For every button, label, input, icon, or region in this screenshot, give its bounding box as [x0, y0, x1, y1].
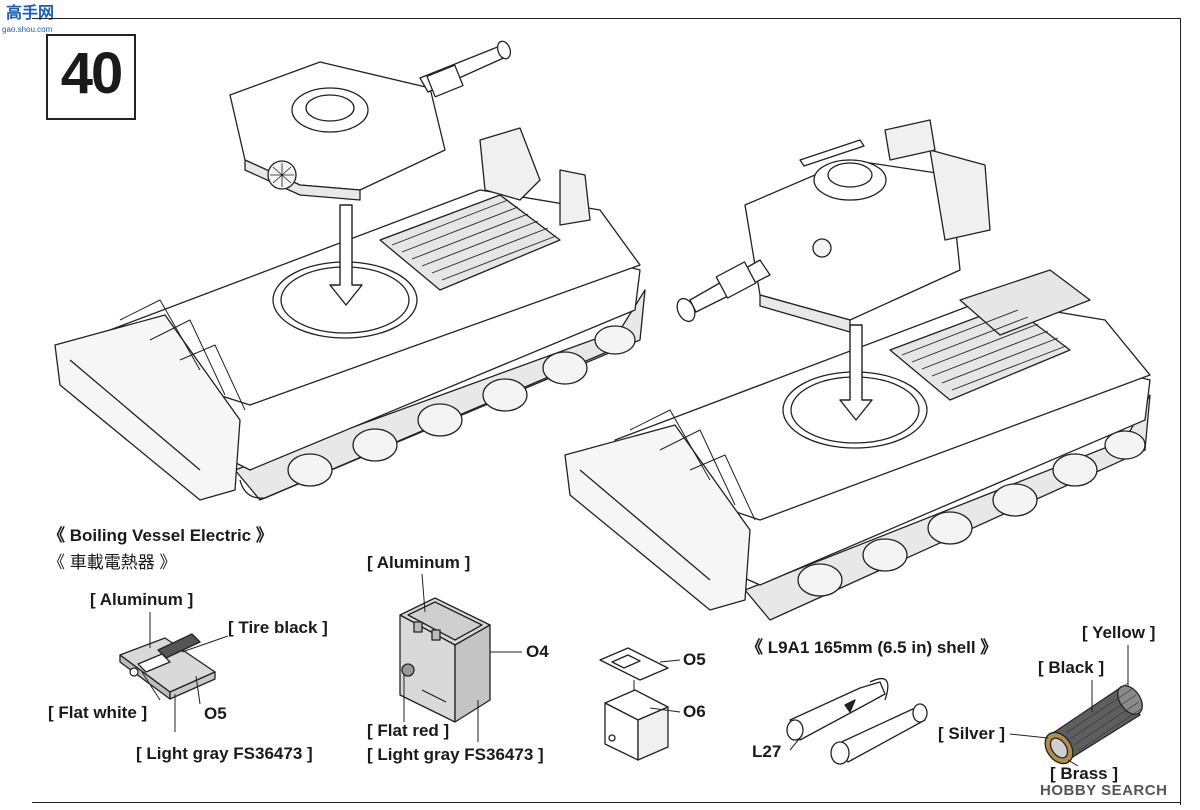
watermark-hobbysearch: HOBBY SEARCH — [1040, 782, 1168, 799]
page-frame-bottom — [32, 802, 1180, 803]
boiling-vessel-part-o5 — [119, 633, 216, 700]
right-tank-hull — [564, 269, 1151, 621]
part-number-asm-o5: O5 — [683, 650, 706, 669]
left-tank-hull — [54, 127, 646, 501]
boiling-vessel-box-o4 — [399, 597, 491, 723]
part-number-asm-o6: O6 — [683, 702, 706, 721]
watermark-url: gao.shou.com — [2, 25, 53, 34]
callout-aluminum: [ Aluminum ] — [90, 590, 194, 609]
step-number-box: 40 — [46, 34, 136, 120]
callout-yellow: [ Yellow ] — [1082, 623, 1156, 642]
left-tank-turret — [229, 40, 512, 201]
callout-tire-black: [ Tire black ] — [228, 618, 328, 637]
callout-flat-red: [ Flat red ] — [367, 721, 450, 740]
left-assembly-arrow — [329, 204, 363, 306]
assembly-o5-o6-diagram — [599, 647, 669, 761]
boiling-vessel-title-zh: 《 車載電熱器 》 — [48, 553, 177, 572]
callout-brass: [ Brass ] — [1050, 764, 1119, 783]
callout-box-light-gray: [ Light gray FS36473 ] — [367, 745, 544, 764]
shell-part-l27-sprue — [786, 677, 928, 765]
part-number-o4: O4 — [526, 642, 549, 661]
callout-silver: [ Silver ] — [938, 724, 1006, 743]
page-frame — [32, 18, 1181, 805]
callout-flat-white: [ Flat white ] — [48, 703, 148, 722]
leader-lines — [141, 573, 1129, 767]
watermark-logo: 高手网 — [6, 5, 55, 22]
callout-light-gray: [ Light gray FS36473 ] — [136, 744, 313, 763]
part-number-o5: O5 — [204, 704, 227, 723]
right-assembly-arrow — [839, 324, 873, 421]
part-number-l27: L27 — [752, 742, 782, 761]
right-tank-turret — [676, 119, 991, 333]
boiling-vessel-title-en: 《 Boiling Vessel Electric 》 — [48, 526, 273, 545]
shell-painted — [1044, 682, 1143, 765]
step-number: 40 — [60, 41, 124, 106]
shell-title: 《 L9A1 165mm (6.5 in) shell 》 — [746, 638, 998, 657]
callout-box-aluminum: [ Aluminum ] — [367, 553, 471, 572]
callout-black: [ Black ] — [1038, 658, 1105, 677]
